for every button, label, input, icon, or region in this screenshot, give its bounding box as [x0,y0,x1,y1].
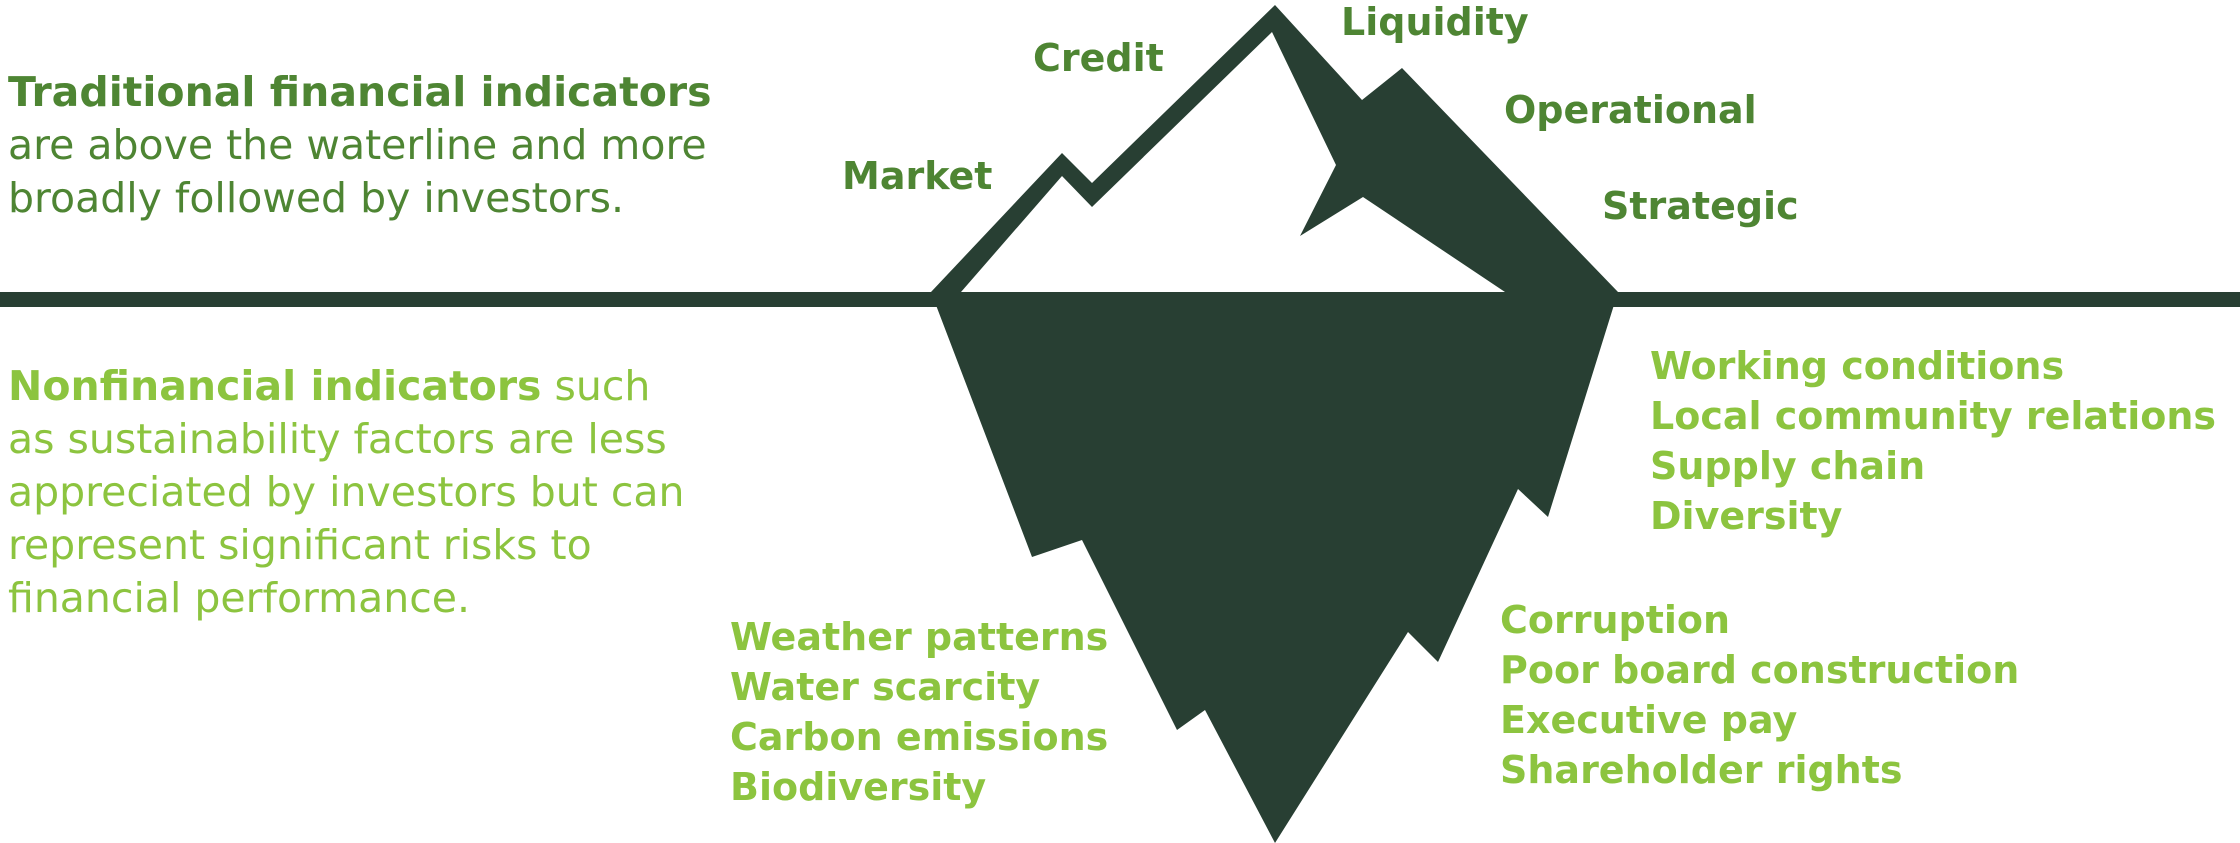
label-credit: Credit [1033,36,1164,80]
list-item: Water scarcity [730,665,1041,709]
iceberg-underwater-body [931,292,1618,843]
governance-factors-list: Corruption Poor board construction Execu… [1500,595,2019,795]
below-line-3: represent significant risks to [8,521,592,569]
list-item: Corruption [1500,598,1731,642]
below-line-4: financial performance. [8,574,471,622]
above-waterline-description: Traditional financial indicators are abo… [8,66,712,225]
list-item: Biodiversity [730,765,987,809]
label-operational: Operational [1504,88,1757,132]
label-market: Market [842,154,993,198]
list-item: Local community relations [1650,394,2217,438]
list-item: Working conditions [1650,344,2065,388]
social-factors-list: Working conditions Local community relat… [1650,341,2216,541]
above-heading: Traditional financial indicators [8,68,712,116]
iceberg-snow-face [961,32,1505,292]
above-line-2: broadly followed by investors. [8,174,625,222]
list-item: Shareholder rights [1500,748,1903,792]
list-item: Weather patterns [730,615,1109,659]
environmental-factors-list: Weather patterns Water scarcity Carbon e… [730,612,1108,812]
above-line-1: are above the waterline and more [8,121,707,169]
below-line-2: appreciated by investors but can [8,468,685,516]
list-item: Poor board construction [1500,648,2020,692]
below-line-1: as sustainability factors are less [8,415,667,463]
below-waterline-description: Nonfinancial indicators such as sustaina… [8,360,685,625]
label-strategic: Strategic [1602,184,1799,228]
list-item: Executive pay [1500,698,1798,742]
below-heading: Nonfinancial indicators [8,362,542,410]
label-liquidity: Liquidity [1341,0,1529,44]
below-heading-tail: such [541,362,651,410]
list-item: Diversity [1650,494,1843,538]
list-item: Carbon emissions [730,715,1109,759]
list-item: Supply chain [1650,444,1926,488]
